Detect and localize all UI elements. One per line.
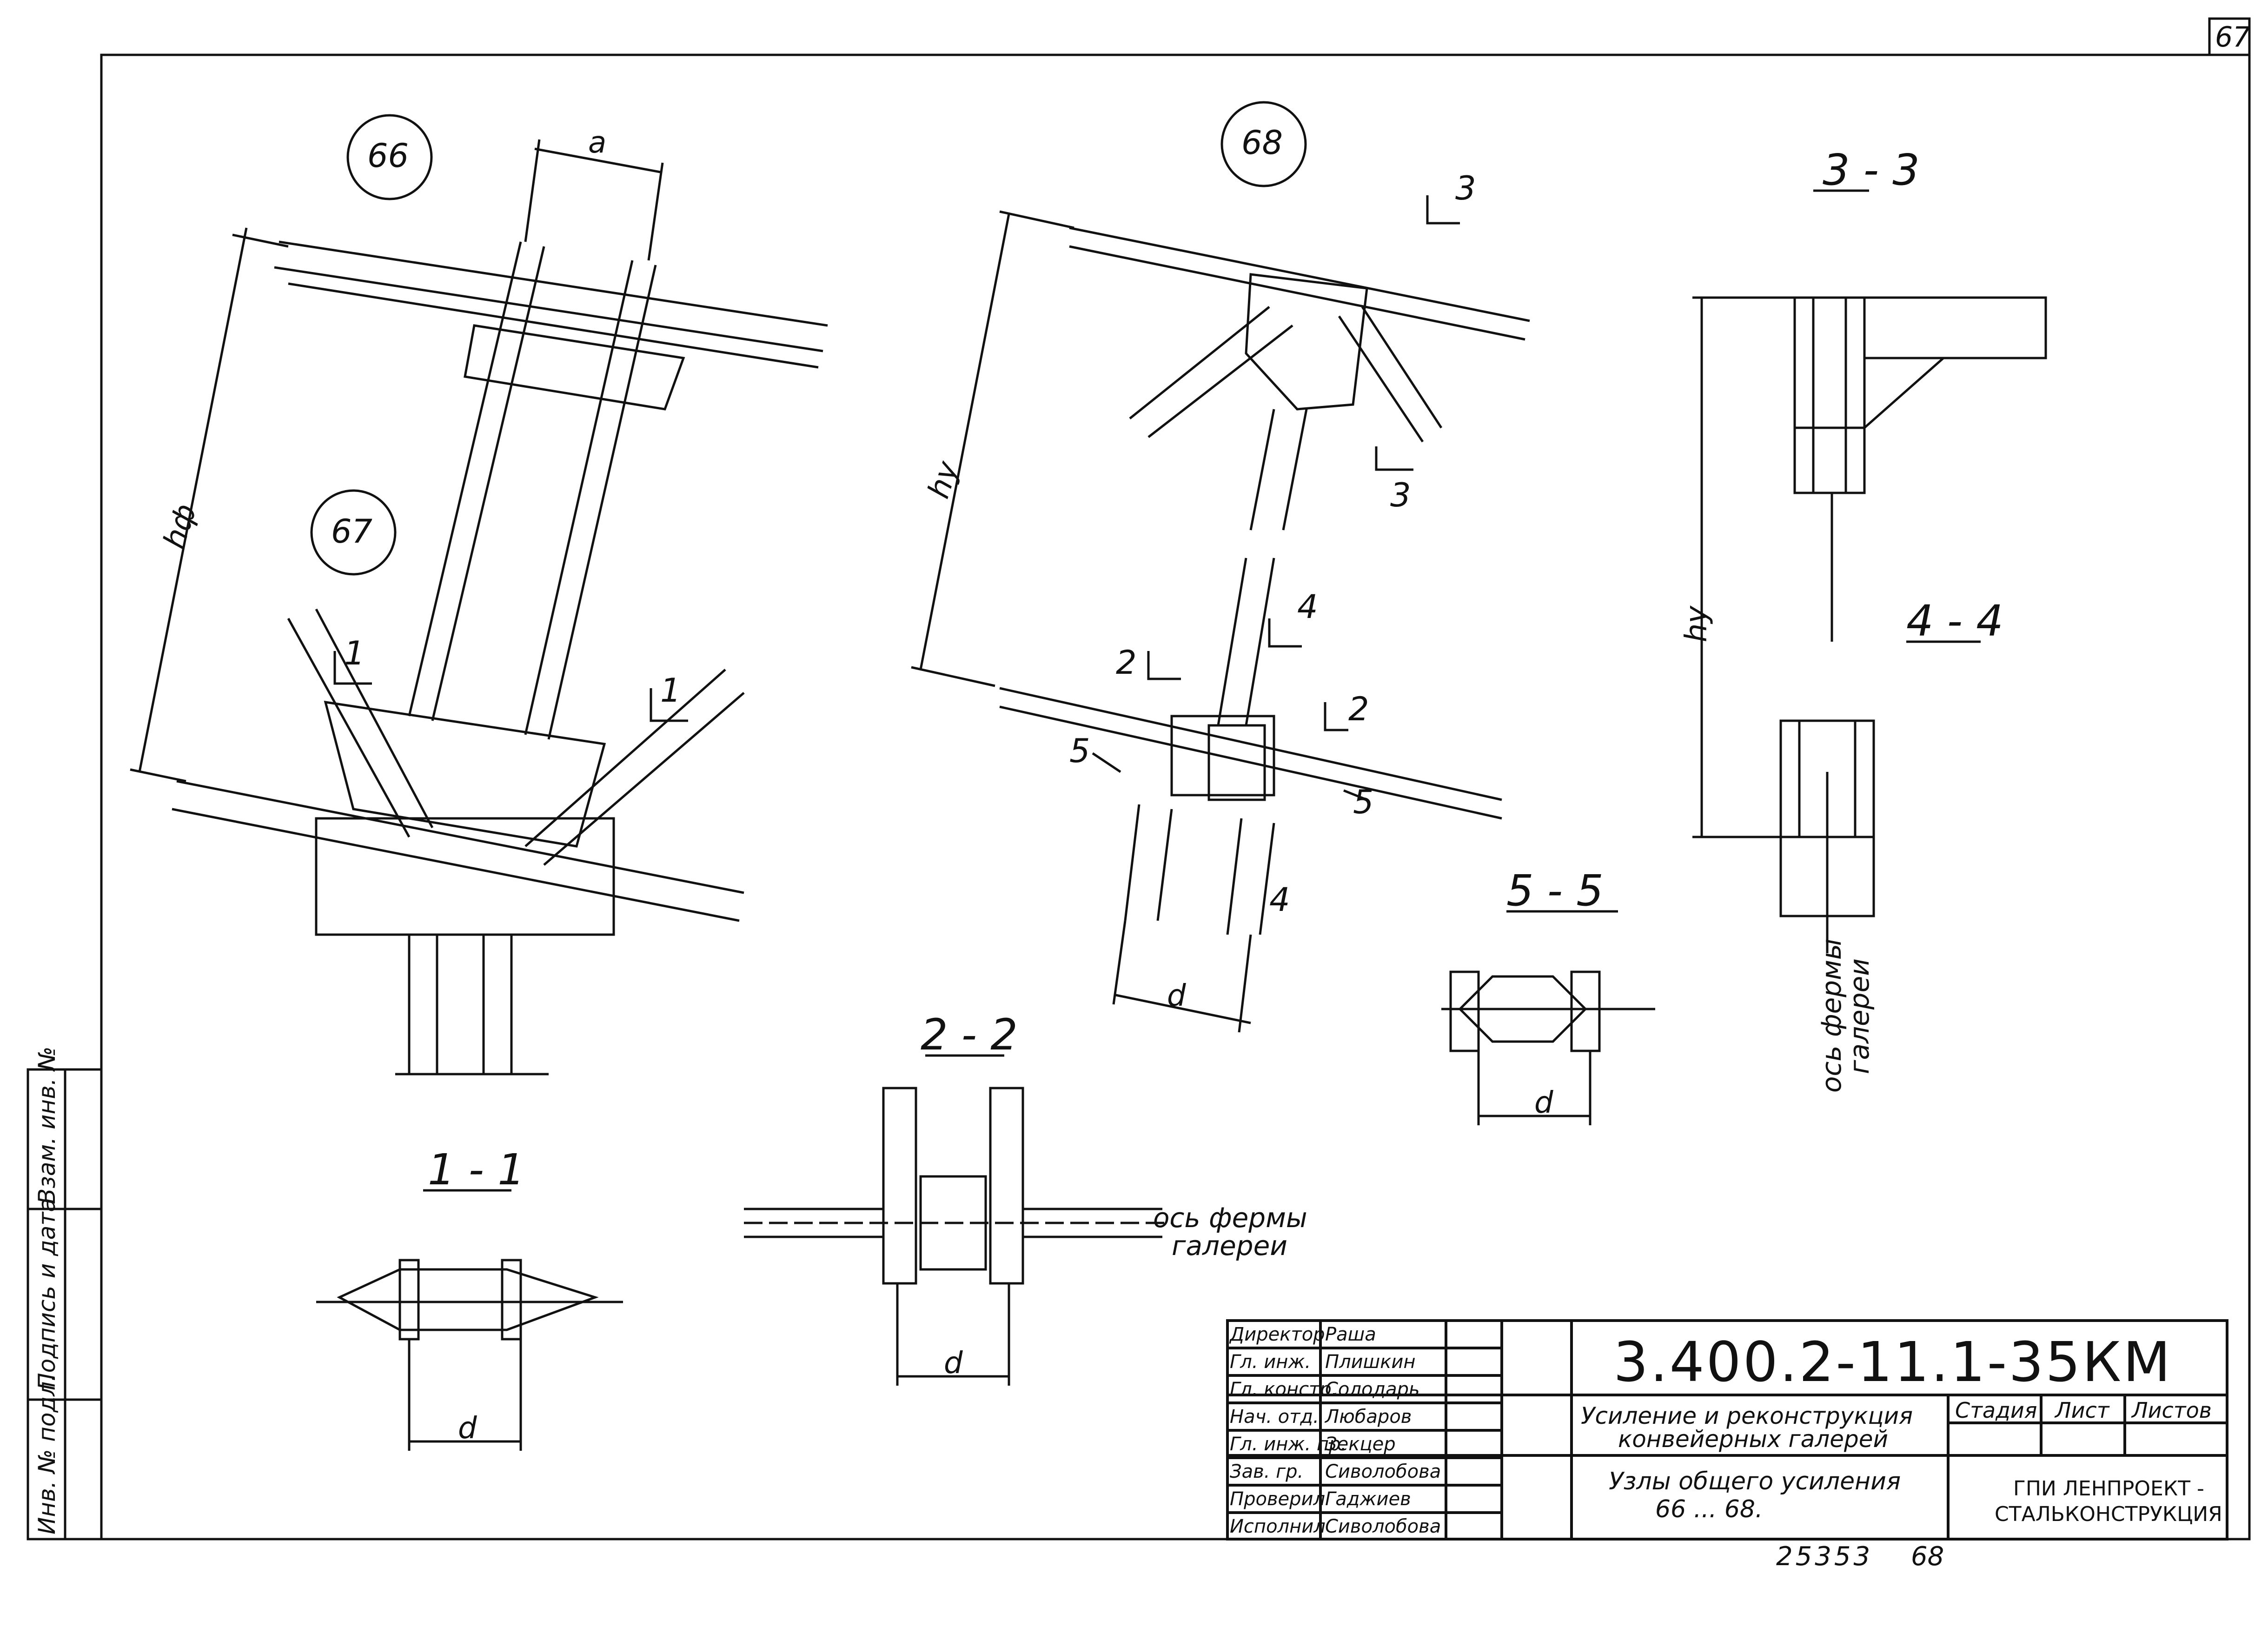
role-label: Исполнил bbox=[1230, 1516, 1326, 1537]
document-designation: 3.400.2-11.1-35КМ bbox=[1613, 1330, 2173, 1394]
axis-note-vertical-line2: галереи bbox=[1844, 958, 1875, 1074]
role-name: Зекцер bbox=[1325, 1434, 1396, 1455]
dim-d-label-section11: d bbox=[458, 1411, 477, 1446]
role-row: Нач. отд. Любаров bbox=[1230, 1405, 1444, 1432]
role-name: Раша bbox=[1325, 1324, 1376, 1345]
org-line1: ГПИ ЛЕНПРОЕКТ - bbox=[2013, 1477, 2204, 1501]
cut-4-mark-top: 4 bbox=[1297, 588, 1318, 626]
section-title-2-2: 2 - 2 bbox=[921, 1010, 1018, 1060]
role-name: Сиволобова bbox=[1325, 1516, 1441, 1537]
subtitle-line1: Узлы общего усиления bbox=[1609, 1468, 1901, 1495]
subtitle-line2: 66 ... 68. bbox=[1655, 1495, 1763, 1523]
section-title-1-1: 1 - 1 bbox=[428, 1145, 525, 1195]
cut-4-mark-bottom: 4 bbox=[1269, 881, 1290, 919]
role-name: Сиволобова bbox=[1325, 1461, 1441, 1482]
role-label: Гл. констр. bbox=[1230, 1379, 1338, 1400]
section-title-5-5: 5 - 5 bbox=[1506, 866, 1604, 916]
footer-sheet: 68 bbox=[1911, 1541, 1944, 1572]
axis-note-line2: галереи bbox=[1172, 1230, 1287, 1262]
role-name: Солодарь bbox=[1325, 1379, 1420, 1400]
section-5-5-drawing bbox=[1441, 910, 1655, 1125]
role-row: Зав. гр. Сиволобова bbox=[1230, 1460, 1444, 1487]
role-label: Проверил bbox=[1230, 1488, 1326, 1510]
role-name: Плишкин bbox=[1325, 1351, 1416, 1373]
axis-note-vertical-line1: ось фермы bbox=[1816, 938, 1847, 1093]
role-label: Гл. инж. пр. bbox=[1230, 1434, 1347, 1455]
role-row: Гл. констр. Солодарь bbox=[1230, 1377, 1444, 1405]
dim-a-label: a bbox=[588, 126, 607, 160]
role-row: Директор Раша bbox=[1230, 1322, 1444, 1350]
page-number-box bbox=[2208, 17, 2251, 56]
org-line2: СТАЛЬКОНСТРУКЦИЯ bbox=[1995, 1502, 2222, 1526]
role-row: Гл. инж. Плишкин bbox=[1230, 1350, 1444, 1377]
role-name: Гаджиев bbox=[1325, 1488, 1411, 1510]
cut-5-mark-right: 5 bbox=[1353, 783, 1374, 821]
node-66-label: 66 bbox=[367, 137, 409, 175]
cut-2-mark-right: 2 bbox=[1348, 690, 1369, 728]
role-row: Исполнил Сиволобова bbox=[1230, 1514, 1444, 1542]
title-line1: Усиление и реконструкция bbox=[1581, 1402, 1913, 1429]
section-1-1-drawing bbox=[316, 1189, 623, 1451]
col-sheet-header: Лист bbox=[2055, 1398, 2109, 1423]
cut-3-mark-top: 3 bbox=[1455, 169, 1476, 207]
cut-3-mark-bottom: 3 bbox=[1390, 476, 1411, 514]
dim-d-label-section55: d bbox=[1534, 1086, 1553, 1120]
footer-number: 25353 bbox=[1776, 1541, 1873, 1572]
title-block-lines bbox=[1226, 1319, 2228, 1541]
dim-d-label-section22: d bbox=[944, 1346, 963, 1381]
node-68-circle bbox=[1220, 101, 1307, 187]
role-label: Нач. отд. bbox=[1230, 1406, 1319, 1428]
node-66-67-drawing bbox=[130, 139, 828, 1076]
col-stage-header: Стадия bbox=[1955, 1398, 2037, 1423]
role-label: Директор bbox=[1230, 1324, 1325, 1345]
page-number: 67 bbox=[2215, 21, 2251, 53]
section-2-2-drawing bbox=[744, 1054, 1172, 1386]
section-title-4-4: 4 - 4 bbox=[1906, 596, 2003, 646]
dim-hy-label-section33: hу bbox=[1679, 605, 1714, 643]
section-3-3-4-4-drawing bbox=[1692, 189, 2047, 953]
node-67-circle bbox=[310, 489, 397, 576]
node-68-label: 68 bbox=[1241, 124, 1283, 162]
cut-1-mark-right: 1 bbox=[660, 671, 681, 710]
role-name: Любаров bbox=[1325, 1406, 1412, 1428]
cut-5-mark-left: 5 bbox=[1069, 732, 1090, 770]
dim-d-label-node68: d bbox=[1167, 979, 1186, 1013]
title-line2: конвейерных галерей bbox=[1618, 1426, 1888, 1453]
node-68-drawing bbox=[911, 195, 1530, 1033]
drawing-frame bbox=[100, 53, 2251, 1541]
role-label: Зав. гр. bbox=[1230, 1461, 1304, 1482]
cut-2-mark-left: 2 bbox=[1116, 644, 1137, 682]
role-label: Гл. инж. bbox=[1230, 1351, 1311, 1373]
section-title-3-3: 3 - 3 bbox=[1823, 145, 1920, 195]
cut-1-mark-left: 1 bbox=[344, 634, 365, 672]
side-stamp-vzam: Взам. инв. № bbox=[33, 1046, 60, 1204]
role-row: Проверил Гаджиев bbox=[1230, 1487, 1444, 1514]
side-stamp bbox=[27, 1068, 103, 1541]
role-row: Гл. инж. пр. Зекцер bbox=[1230, 1432, 1444, 1460]
side-stamp-sign-date: Подпись и дата bbox=[33, 1197, 60, 1390]
node-66-circle bbox=[346, 114, 433, 200]
role-list: Директор Раша Гл. инж. Плишкин Гл. конст… bbox=[1230, 1322, 1444, 1542]
col-sheets-header: Листов bbox=[2132, 1398, 2212, 1423]
axis-note-line1: ось фермы bbox=[1153, 1202, 1307, 1234]
side-stamp-inv-podl: Инв. № подл. bbox=[33, 1374, 60, 1534]
node-67-label: 67 bbox=[331, 512, 373, 551]
